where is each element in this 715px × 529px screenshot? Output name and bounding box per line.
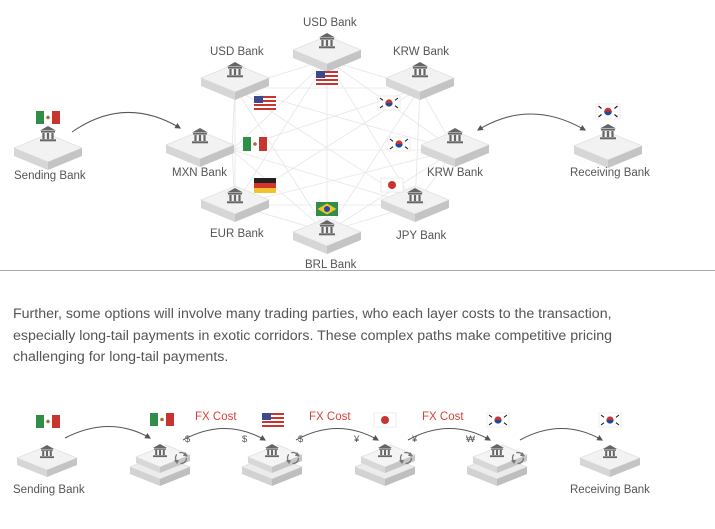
- network-diagram: Sending Bank Receiving Bank USD Bank USD…: [13, 17, 650, 271]
- bank-usd-top: USD Bank: [292, 17, 362, 73]
- arrow-hop-5: [519, 428, 604, 441]
- brazil-flag: [316, 202, 338, 216]
- intermediary-bank-jpy: [354, 412, 416, 487]
- mexico-flag: [243, 137, 267, 151]
- korea-flag: [598, 412, 622, 428]
- currency-symbol: $: [185, 434, 191, 445]
- currency-symbol: ¥: [353, 434, 360, 445]
- arrow-hop-1: [64, 426, 152, 439]
- germany-flag: [254, 178, 276, 193]
- currency-symbol: $: [242, 434, 248, 445]
- intermediary-bank-krw: [466, 412, 528, 487]
- intermediary-bank-mxn: [129, 413, 191, 487]
- fx-cost-label: FX Cost: [422, 411, 464, 423]
- bank-eur: EUR Bank: [200, 185, 270, 240]
- bank-jpy: JPY Bank: [380, 185, 450, 242]
- sending-bank: Sending Bank: [13, 415, 85, 496]
- japan-flag: [380, 177, 404, 193]
- mexico-flag: [150, 413, 174, 426]
- intermediary-bank-usd: [241, 413, 303, 487]
- mexico-flag: [36, 415, 60, 428]
- bank-label: BRL Bank: [305, 259, 357, 271]
- bank-label: JPY Bank: [396, 230, 447, 242]
- sending-bank-label: Sending Bank: [14, 170, 86, 182]
- bank-label: KRW Bank: [393, 46, 449, 58]
- arrow-sending-to-mxn: [71, 112, 182, 133]
- arrow-hop-3: [295, 428, 380, 441]
- multi-hop-payment-diagram: FX Cost FX Cost FX Cost $ $ $ ¥ ¥ ₩ Send…: [13, 411, 650, 496]
- bank-label: EUR Bank: [210, 228, 264, 240]
- currency-symbol: ₩: [466, 434, 475, 445]
- bank-label: USD Bank: [303, 17, 357, 29]
- arrow-hop-2: [182, 428, 267, 441]
- bank-usd: USD Bank: [200, 46, 270, 101]
- receiving-bank-label: Receiving Bank: [570, 167, 650, 179]
- sending-bank: Sending Bank: [13, 111, 86, 182]
- bank-label: KRW Bank: [427, 167, 483, 179]
- mexico-flag: [36, 111, 60, 124]
- description-paragraph: Further, some options will involve many …: [13, 306, 613, 365]
- section-divider: [0, 270, 715, 271]
- japan-flag: [373, 412, 397, 428]
- fx-cost-label: FX Cost: [195, 411, 237, 423]
- usa-flag: [262, 413, 284, 427]
- bank-label: USD Bank: [210, 46, 264, 58]
- korea-flag: [377, 95, 401, 111]
- bank-brl: BRL Bank: [292, 217, 362, 271]
- usa-flag: [254, 96, 276, 110]
- bank-krw: KRW Bank: [385, 46, 455, 101]
- arrow-hop-4: [407, 428, 492, 441]
- bank-label: MXN Bank: [172, 167, 227, 179]
- bank-krw-right: KRW Bank: [420, 128, 490, 179]
- usa-flag: [316, 71, 338, 85]
- fx-cost-label: FX Cost: [309, 411, 351, 423]
- arrow-krw-to-receiving: [476, 113, 587, 131]
- bank-mxn: MXN Bank: [165, 128, 235, 179]
- korea-flag: [595, 103, 621, 120]
- korea-flag: [486, 412, 510, 428]
- currency-symbol: $: [298, 434, 304, 445]
- receiving-bank: Receiving Bank: [570, 103, 650, 179]
- receiving-bank: Receiving Bank: [570, 412, 650, 496]
- sending-bank-label: Sending Bank: [13, 484, 85, 496]
- receiving-bank-label: Receiving Bank: [570, 484, 650, 496]
- korea-flag: [387, 136, 411, 152]
- currency-symbol: ¥: [411, 434, 418, 445]
